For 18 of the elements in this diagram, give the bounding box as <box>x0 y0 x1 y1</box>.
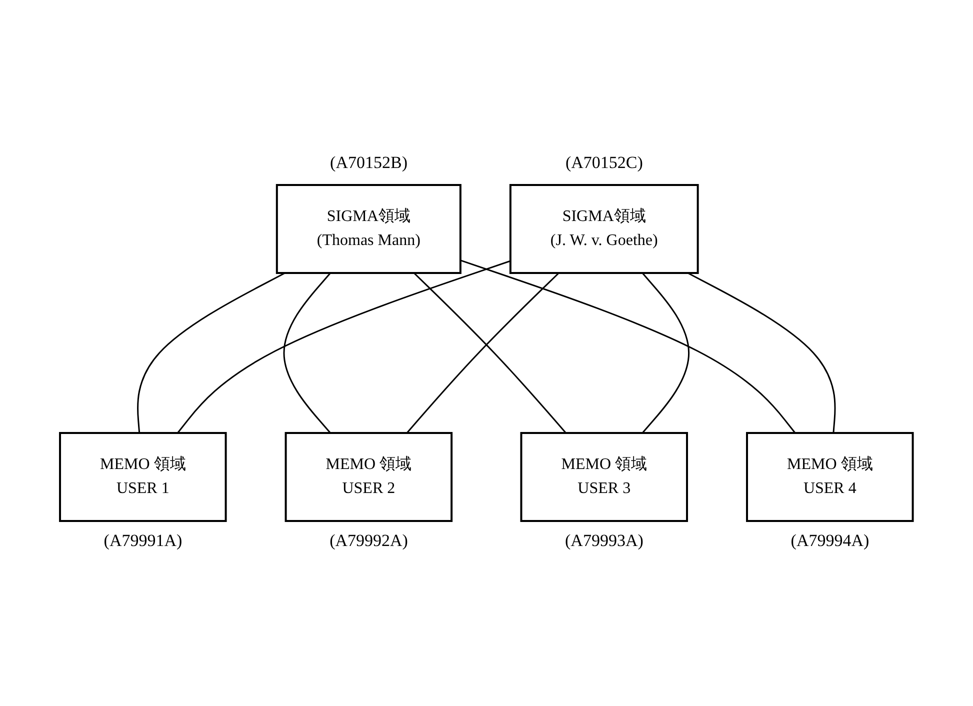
node-box: MEMO 領域 USER 3 <box>520 432 688 522</box>
code-label: (A79992A) <box>330 530 408 551</box>
node-box: MEMO 領域 USER 4 <box>746 432 914 522</box>
code-label: (A79991A) <box>104 530 182 551</box>
node-box: MEMO 領域 USER 2 <box>284 432 453 522</box>
code-label: (A70152B) <box>330 152 408 173</box>
connector <box>177 260 511 434</box>
connector <box>642 272 690 434</box>
node-box: SIGMA領域 (J. W. v. Goethe) <box>510 184 699 274</box>
connector <box>688 272 836 434</box>
code-label: (A70152C) <box>565 152 643 173</box>
node-box: SIGMA領域 (Thomas Mann) <box>276 184 462 274</box>
connector <box>283 272 332 434</box>
connector <box>137 272 286 434</box>
connector <box>460 260 796 434</box>
code-label: (A79994A) <box>790 530 870 551</box>
code-label: (A79993A) <box>565 530 644 551</box>
node-box: MEMO 領域 USER 1 <box>59 432 227 522</box>
